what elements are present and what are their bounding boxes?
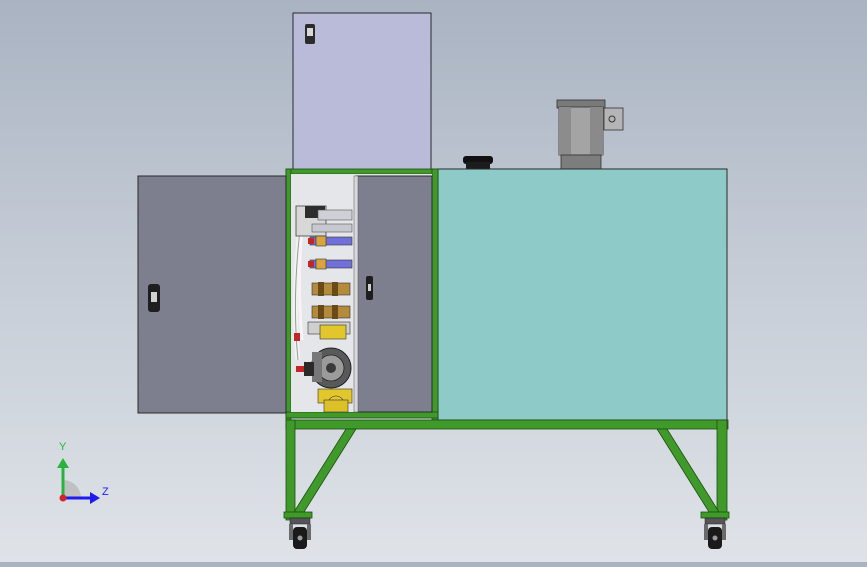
coordinate-triad-icon — [57, 458, 100, 504]
triad-y-label: Y — [59, 441, 67, 453]
compartment-door-right[interactable] — [353, 175, 433, 413]
gear-pump[interactable] — [296, 321, 353, 413]
upper-cabinet[interactable] — [292, 12, 432, 171]
valve-assembly[interactable] — [276, 205, 353, 361]
filler-cap — [463, 156, 493, 169]
terminal-box — [603, 107, 624, 131]
triad-z-label: Z — [102, 486, 109, 498]
caster-wheel-left[interactable] — [289, 517, 311, 549]
motor[interactable] — [556, 99, 624, 170]
base-frame[interactable] — [283, 419, 730, 521]
tank[interactable] — [437, 168, 728, 421]
caster-wheel-right[interactable] — [704, 517, 726, 549]
compartment-door-left[interactable] — [137, 175, 287, 414]
